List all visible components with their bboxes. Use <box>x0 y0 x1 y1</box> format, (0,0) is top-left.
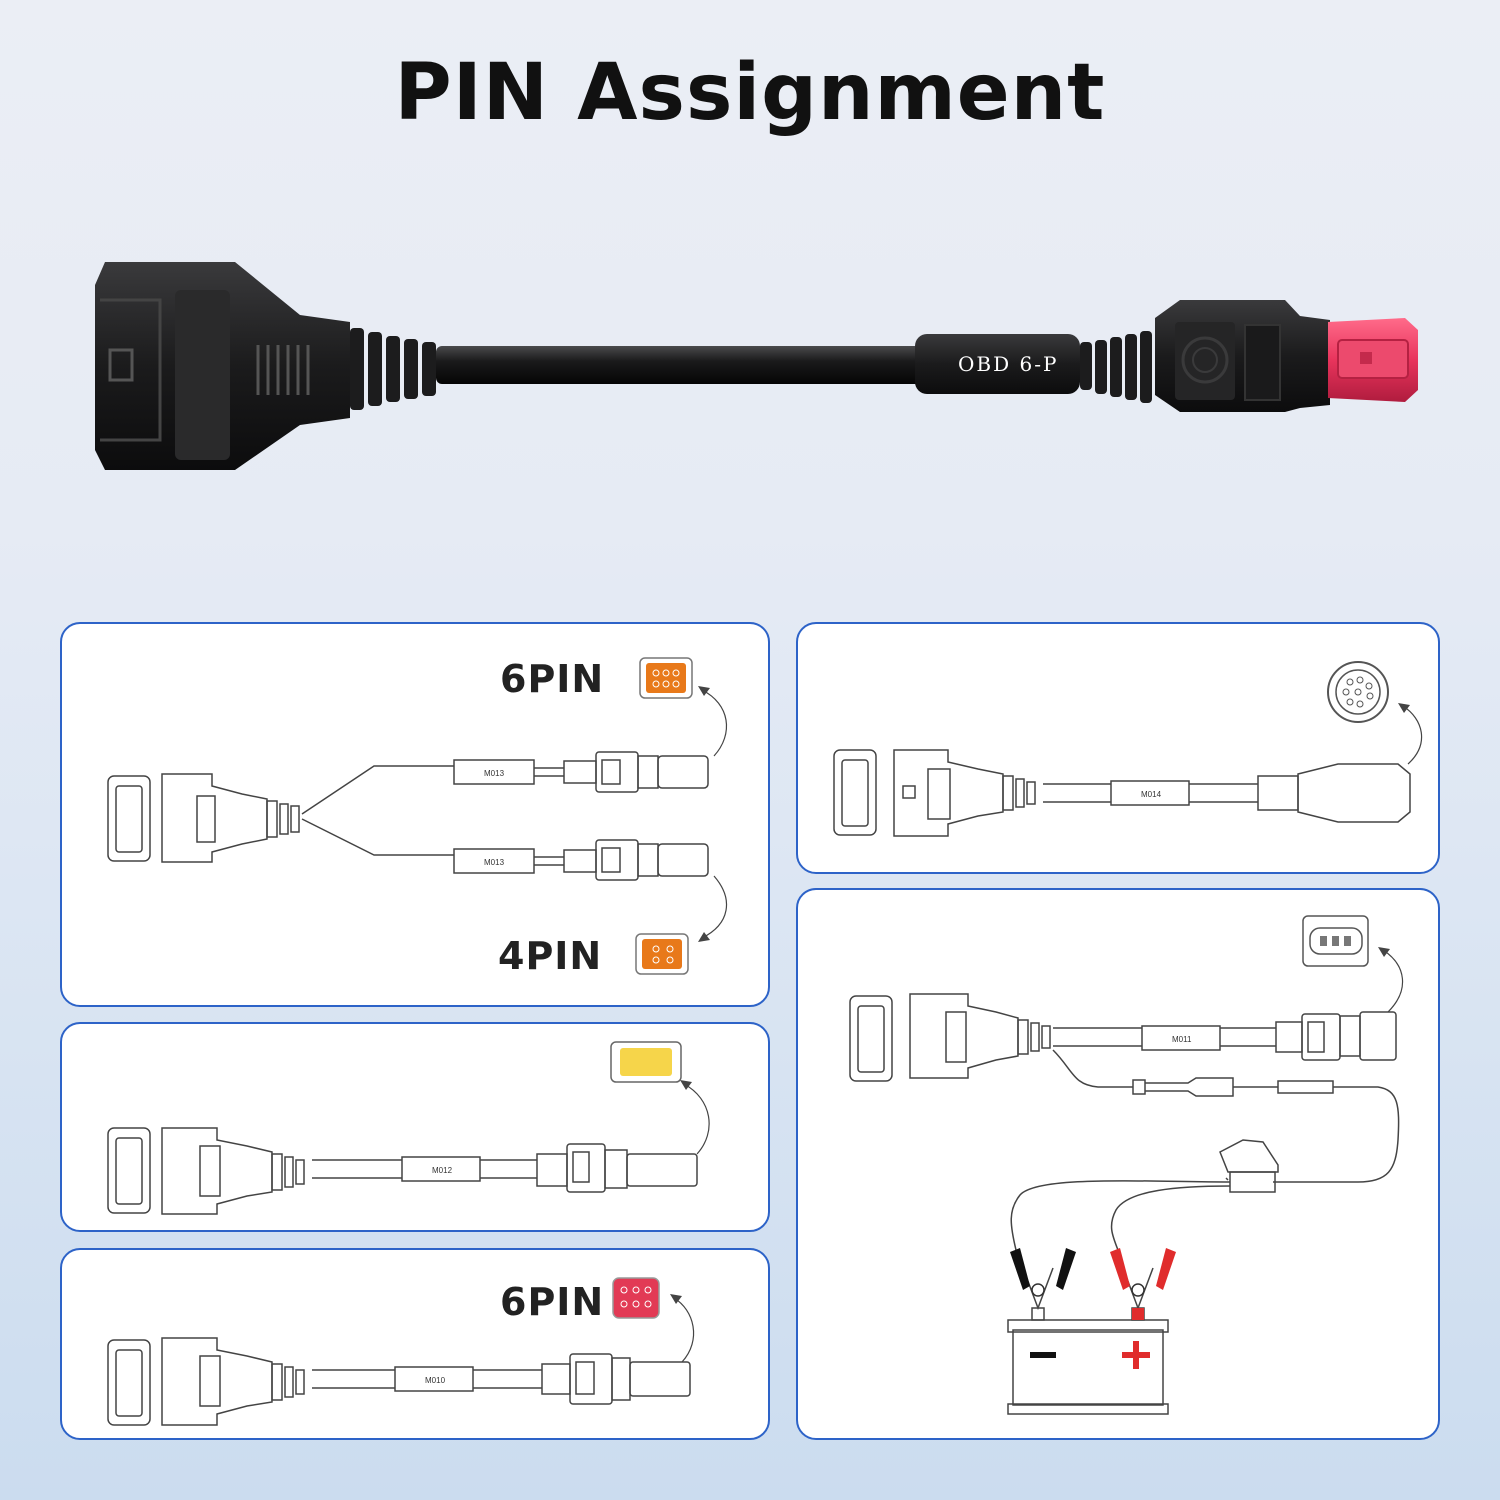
svg-text:M012: M012 <box>432 1166 453 1175</box>
panel-m012-cable: M012 <box>60 1022 770 1232</box>
svg-text:M013: M013 <box>484 769 505 778</box>
panel-y-cable-6pin-4pin: 6PIN 4PIN M013 M013 <box>60 622 770 1007</box>
y-cable-diagram <box>107 657 728 975</box>
svg-text:M011: M011 <box>1172 1035 1192 1044</box>
m014-cable-diagram <box>833 661 1423 837</box>
svg-text:M010: M010 <box>425 1376 446 1385</box>
panel-m010-cable-6pin: 6PIN M010 <box>60 1248 770 1440</box>
6pin-label: 6PIN <box>500 657 605 701</box>
svg-text:M014: M014 <box>1141 790 1162 799</box>
4pin-label: 4PIN <box>498 934 603 978</box>
cable-label-text: OBD 6-P <box>958 352 1059 376</box>
page-title: PIN Assignment <box>394 48 1106 138</box>
tag-m014: M014 <box>1141 790 1162 799</box>
tag-m010: M010 <box>425 1376 446 1385</box>
panel-m014-cable: M014 <box>796 622 1440 874</box>
tag-m012: M012 <box>432 1166 453 1175</box>
panel-m011-battery-cable: M011 <box>796 888 1440 1440</box>
m010-cable-diagram <box>107 1277 695 1426</box>
tag-m011: M011 <box>1172 1035 1192 1044</box>
m012-cable-diagram <box>107 1041 710 1215</box>
svg-text:M013: M013 <box>484 858 505 867</box>
obd-6p-cable-image <box>95 262 1418 470</box>
tag-m013-bottom: M013 <box>484 858 505 867</box>
m011-battery-diagram <box>849 915 1403 1415</box>
6pin-label-red: 6PIN <box>500 1280 605 1324</box>
tag-m013-top: M013 <box>484 769 505 778</box>
